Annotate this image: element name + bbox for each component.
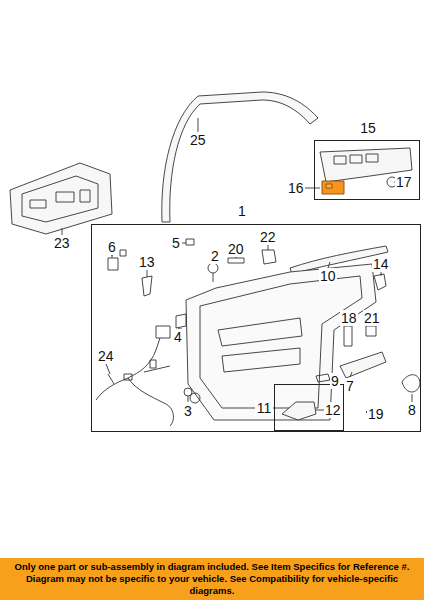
callout-slot: 10: [319, 268, 337, 284]
callout-slot: 9: [330, 373, 340, 389]
callout-number: 15: [353, 120, 383, 136]
callout-number: 8: [407, 402, 417, 418]
callout-slot: 12: [324, 402, 342, 418]
callout-number: 20: [227, 241, 245, 257]
callout-number: 12: [324, 402, 342, 418]
callout-slot: 22: [259, 229, 277, 245]
callout-slot: 2: [210, 248, 220, 264]
callout-number: 23: [53, 235, 71, 251]
callout-slot: 17: [395, 174, 413, 190]
callout-slot: 20: [227, 241, 245, 257]
callout-slot: 23: [53, 235, 71, 251]
callout-slot: 6: [107, 239, 117, 255]
callout-slot: 13: [138, 254, 156, 270]
callout-number: 18: [340, 310, 358, 326]
callout-slot: 25: [189, 132, 207, 148]
callout-slot: 16: [287, 180, 305, 196]
callout-number: 24: [97, 348, 115, 364]
callout-number: 16: [287, 180, 305, 196]
callout-number: 10: [319, 268, 337, 284]
callout-number: 11: [255, 400, 273, 416]
callout-number: 17: [395, 174, 413, 190]
callout-slot: 5: [171, 235, 181, 251]
group-box: 15: [314, 140, 420, 200]
notice-banner: Only one part or sub-assembly in diagram…: [0, 558, 424, 600]
callout-number: 22: [259, 229, 277, 245]
callout-slot: 8: [407, 402, 417, 418]
callout-slot: 3: [183, 403, 193, 419]
callout-number: 6: [107, 239, 117, 255]
callout-slot: 24: [97, 348, 115, 364]
callout-slot: 19: [367, 406, 385, 422]
callout-slot: 21: [363, 310, 381, 326]
callout-number: 7: [345, 378, 355, 394]
callout-number: 9: [330, 373, 340, 389]
callout-slot: 14: [372, 256, 390, 272]
callout-number: 4: [173, 329, 183, 345]
callout-number: 21: [363, 310, 381, 326]
callout-number: 1: [227, 203, 257, 219]
callout-number: 3: [183, 403, 193, 419]
callout-number: 2: [210, 248, 220, 264]
callout-number: 25: [189, 132, 207, 148]
callout-slot: 18: [340, 310, 358, 326]
callout-number: 19: [367, 406, 385, 422]
notice-text: Only one part or sub-assembly in diagram…: [0, 558, 424, 600]
callout-number: 5: [171, 235, 181, 251]
callout-slot: 4: [173, 329, 183, 345]
callout-slot: 7: [345, 378, 355, 394]
callout-number: 13: [138, 254, 156, 270]
callout-number: 14: [372, 256, 390, 272]
